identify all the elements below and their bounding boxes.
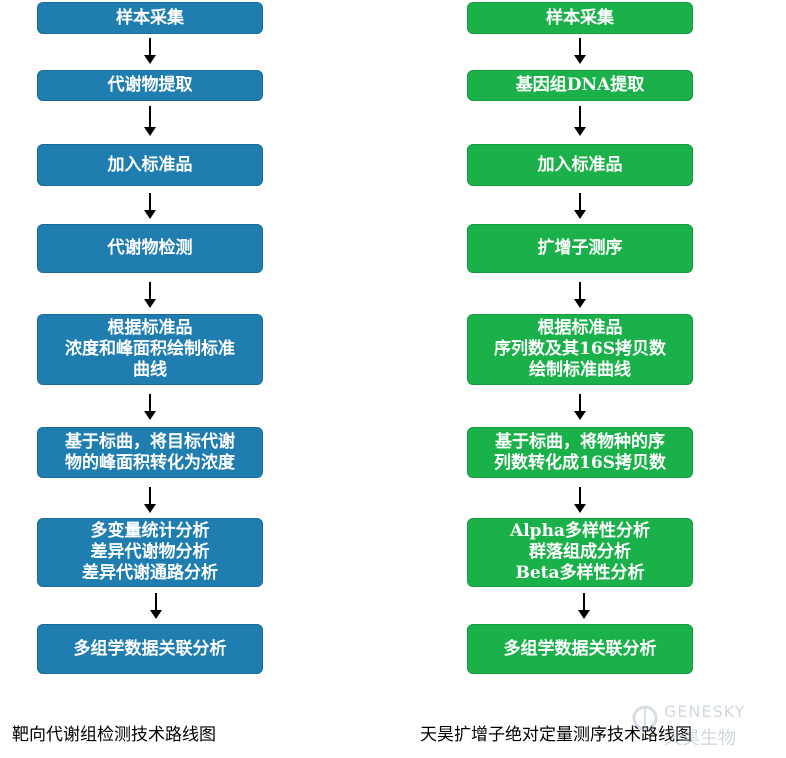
left-step-sample-collection: 样本采集	[37, 2, 263, 34]
left-arrow-3	[144, 193, 156, 219]
watermark-brand-cn: 天昊生物	[664, 728, 736, 749]
left-step-metabolite-detection: 代谢物检测	[37, 224, 263, 273]
left-caption: 靶向代谢组检测技术路线图	[12, 725, 216, 745]
right-arrow-4	[574, 282, 586, 308]
genesky-watermark: GENESKY 天昊生物	[630, 700, 780, 752]
right-arrow-6	[574, 487, 586, 513]
left-arrow-7	[150, 593, 162, 619]
left-arrow-2	[144, 106, 156, 136]
right-step-multi-omics: 多组学数据关联分析	[467, 624, 693, 674]
left-step-multi-omics: 多组学数据关联分析	[37, 624, 263, 674]
right-caption: 天昊扩增子绝对定量测序技术路线图	[420, 725, 692, 745]
watermark-brand-en: GENESKY	[664, 702, 746, 721]
right-step-convert-copy-number: 基于标曲，将物种的序 列数转化成16S拷贝数	[467, 427, 693, 478]
right-step-standard-curve: 根据标准品 序列数及其16S拷贝数 绘制标准曲线	[467, 314, 693, 385]
right-arrow-3	[574, 193, 586, 219]
left-step-metabolite-extraction: 代谢物提取	[37, 70, 263, 101]
right-step-sample-collection: 样本采集	[467, 2, 693, 34]
left-arrow-1	[144, 38, 156, 64]
right-step-diversity-analysis: Alpha多样性分析 群落组成分析 Beta多样性分析	[467, 518, 693, 587]
right-step-dna-extraction: 基因组DNA提取	[467, 70, 693, 101]
right-step-add-standard: 加入标准品	[467, 144, 693, 186]
right-arrow-2	[574, 106, 586, 136]
left-arrow-5	[144, 394, 156, 420]
genesky-logo-icon	[632, 705, 658, 731]
left-step-standard-curve: 根据标准品 浓度和峰面积绘制标准 曲线	[37, 314, 263, 385]
left-step-convert-concentration: 基于标曲，将目标代谢 物的峰面积转化为浓度	[37, 427, 263, 478]
left-arrow-6	[144, 487, 156, 513]
right-arrow-7	[578, 593, 590, 619]
right-arrow-5	[574, 394, 586, 420]
left-arrow-4	[144, 282, 156, 308]
left-step-statistical-analysis: 多变量统计分析 差异代谢物分析 差异代谢通路分析	[37, 518, 263, 587]
right-arrow-1	[574, 38, 586, 64]
left-step-add-standard: 加入标准品	[37, 144, 263, 186]
right-step-amplicon-sequencing: 扩增子测序	[467, 224, 693, 273]
